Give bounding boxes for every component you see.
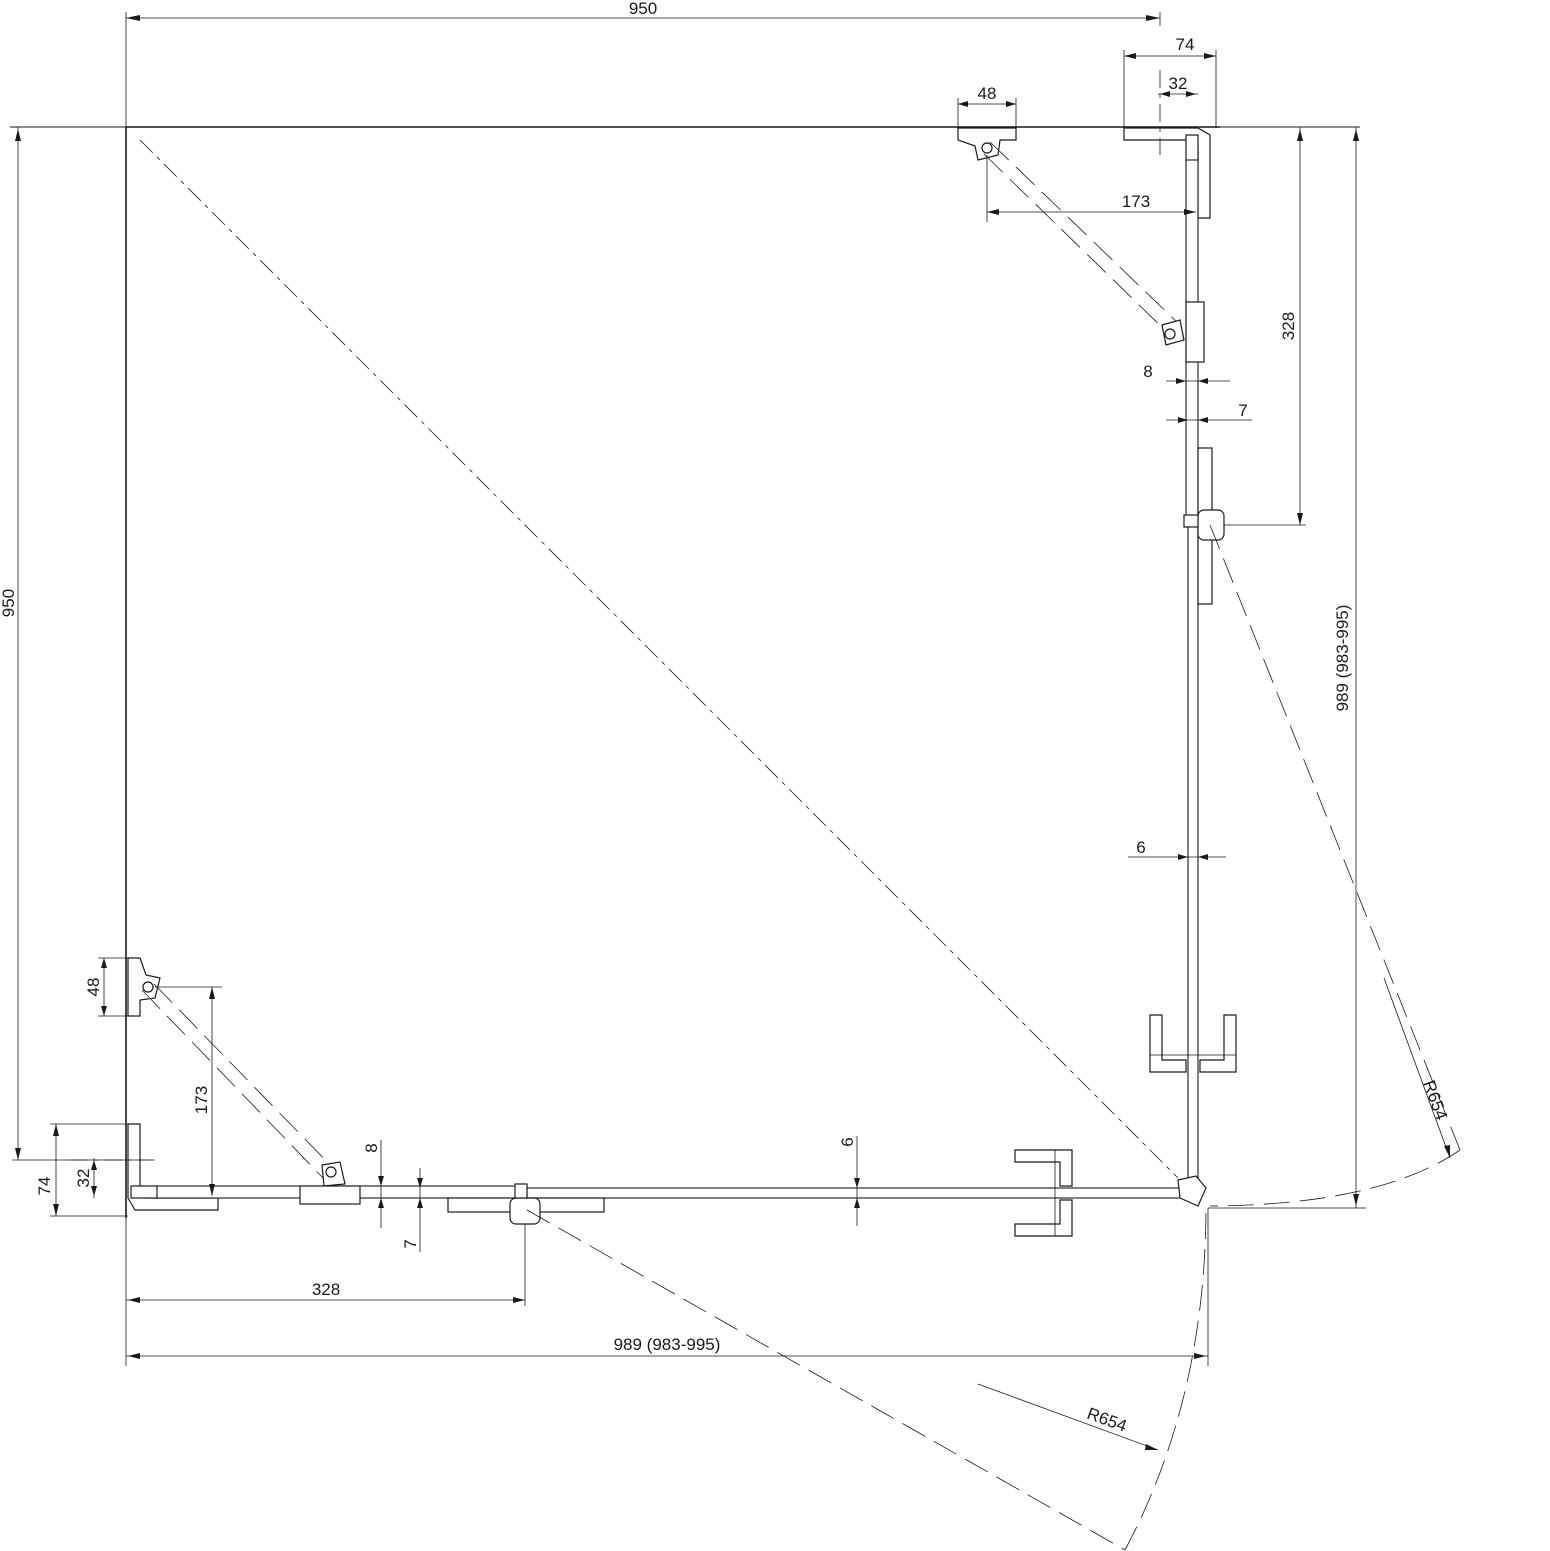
dim-label-right-989: 989 (983-995)	[1333, 605, 1352, 712]
dim-label-left-48: 48	[84, 978, 103, 997]
dim-label-left-173: 173	[192, 1086, 211, 1114]
dim-left-173: 173	[155, 986, 222, 1196]
dim-label-bottom-8: 8	[362, 1143, 381, 1152]
dim-bottom-989: 989 (983-995)	[126, 1208, 1209, 1366]
dim-top-74: 74	[1123, 35, 1217, 128]
top-stabilizer-bar	[957, 127, 1185, 346]
dim-top-32: 32	[1158, 70, 1198, 155]
dim-left-48: 48	[84, 957, 128, 1017]
dim-label-right-6: 6	[1136, 838, 1145, 857]
right-panel	[1123, 127, 1237, 1181]
dim-left-74: 74	[35, 1123, 128, 1217]
wall-outlines	[10, 126, 1360, 1218]
dim-top-48: 48	[957, 84, 1017, 128]
dim-label-left-950: 950	[0, 589, 18, 617]
dim-label-bottom-328: 328	[312, 1280, 340, 1299]
dim-label-top-950: 950	[629, 0, 657, 18]
dim-right-6: 6	[1128, 838, 1226, 860]
dim-label-top-74: 74	[1176, 35, 1195, 54]
dim-label-top-32: 32	[1169, 74, 1188, 93]
dim-label-left-32: 32	[74, 1169, 93, 1188]
dim-label-right-8: 8	[1143, 362, 1152, 381]
bottom-panel	[127, 1123, 1207, 1237]
dim-right-328: 328	[1224, 127, 1306, 526]
dim-top-173: 173	[986, 155, 1196, 222]
dim-label-right-7: 7	[1238, 401, 1247, 420]
dim-bottom-7: 7	[401, 1168, 423, 1252]
dim-label-right-r654: R654	[1419, 1078, 1451, 1123]
dim-bottom-6: 6	[838, 1136, 860, 1226]
dim-label-bottom-989: 989 (983-995)	[614, 1335, 721, 1354]
dim-label-left-74: 74	[35, 1177, 54, 1196]
dim-label-bottom-7: 7	[401, 1239, 420, 1248]
dim-label-top-173: 173	[1122, 192, 1150, 211]
dim-bottom-328: 328	[125, 1218, 526, 1366]
dim-right-radius: R654	[1383, 977, 1451, 1159]
dim-left-950: 950	[0, 127, 150, 1161]
dim-label-top-48: 48	[978, 84, 997, 103]
dim-label-bottom-6: 6	[838, 1137, 857, 1146]
diagonal-axis-line	[139, 139, 1179, 1179]
dim-right-7: 7	[1166, 401, 1252, 423]
dim-label-right-328: 328	[1279, 312, 1298, 340]
dim-bottom-8: 8	[362, 1140, 384, 1228]
dim-top-950: 950	[125, 0, 1161, 127]
dim-bottom-radius: R654	[977, 1383, 1159, 1451]
dim-right-989: 989 (983-995)	[1208, 127, 1366, 1209]
dim-right-8: 8	[1143, 362, 1230, 384]
door-swing-arcs	[526, 524, 1461, 1551]
dim-left-32: 32	[70, 1158, 155, 1198]
left-stabilizer-bar	[127, 957, 346, 1187]
